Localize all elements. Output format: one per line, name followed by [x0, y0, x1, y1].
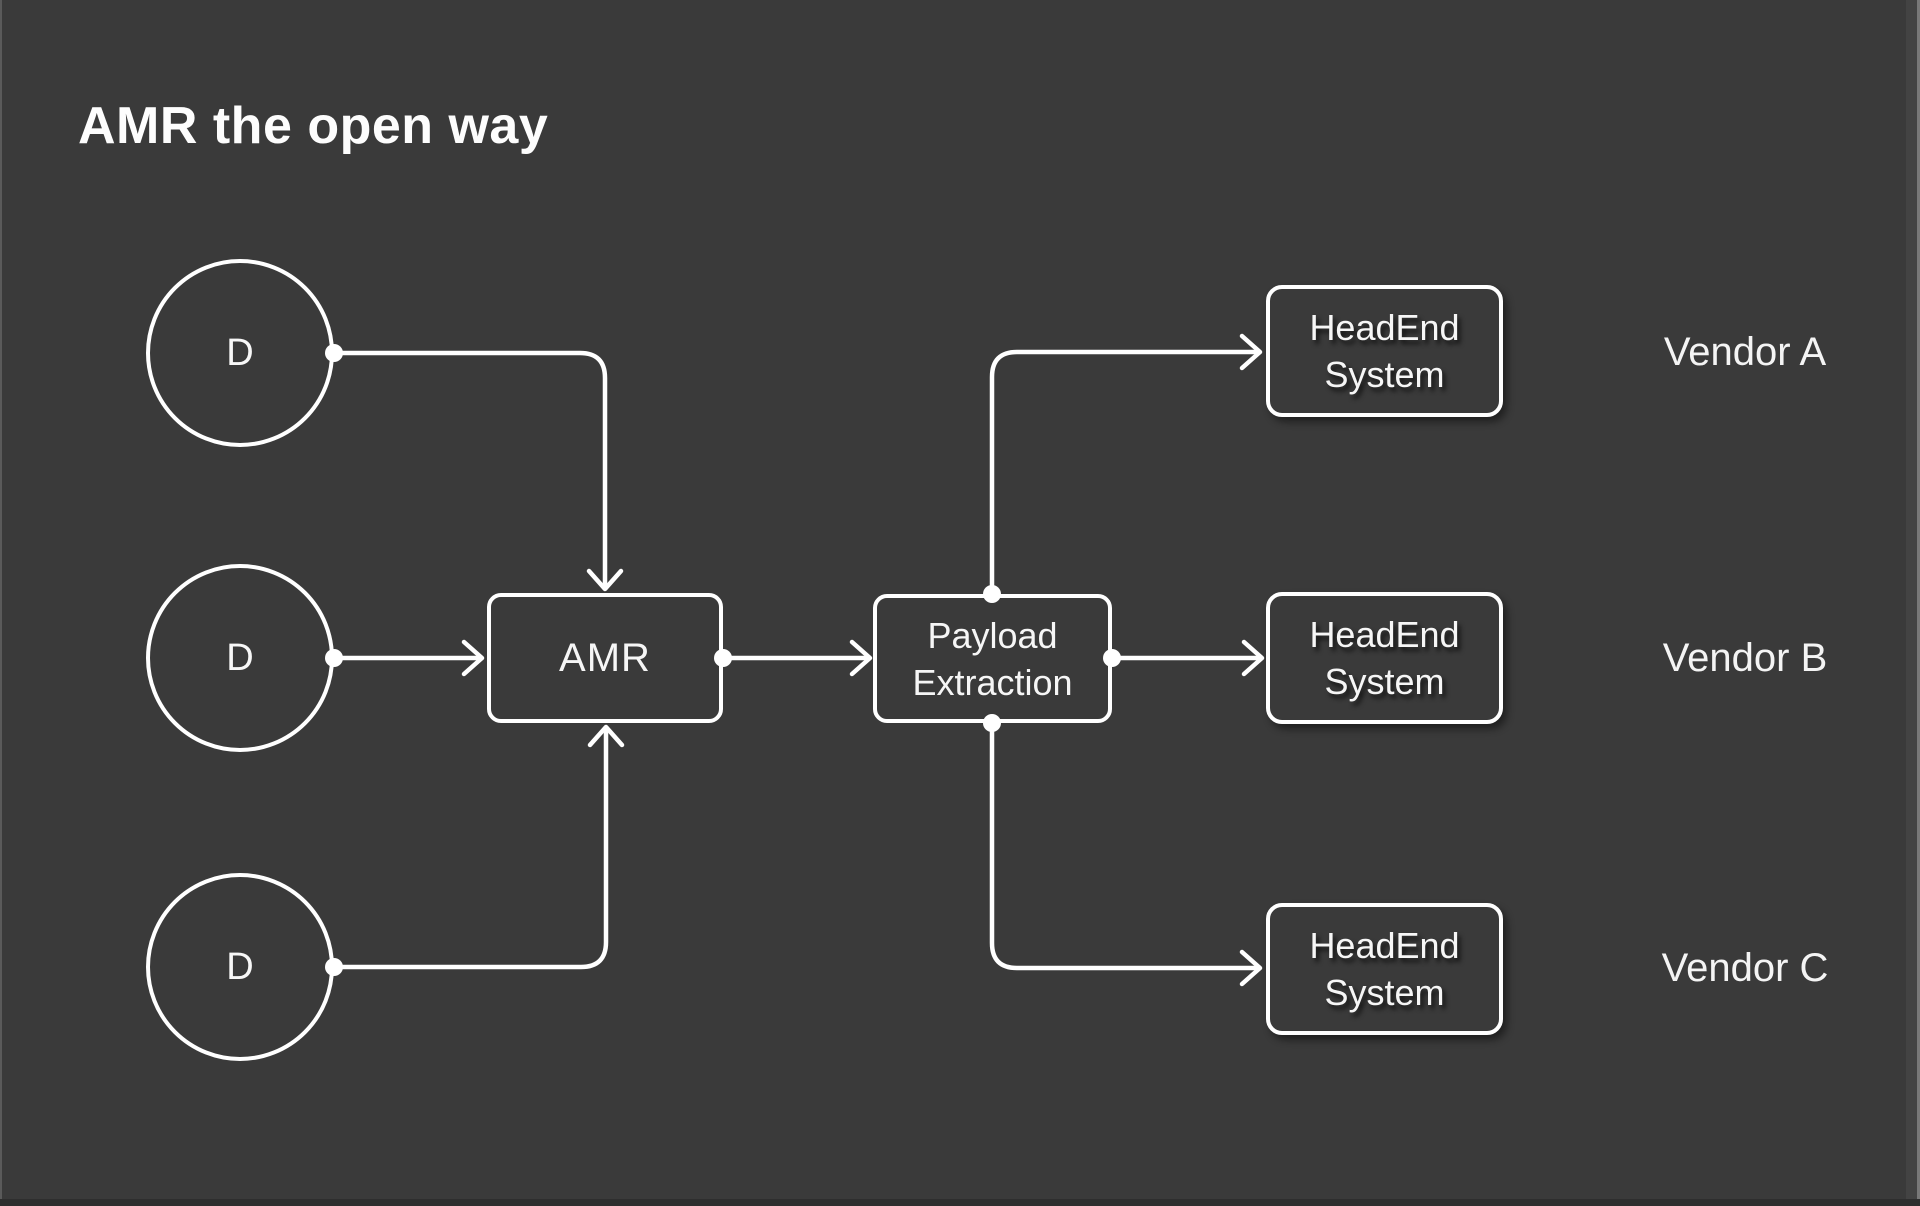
amr-box: AMR: [487, 593, 723, 723]
device-1-label: D: [226, 331, 254, 374]
headend-c-label-line2: System: [1324, 972, 1445, 1013]
payload-extraction-label-line2: Extraction: [912, 661, 1073, 703]
payload-extraction-box: Payload Extraction: [873, 594, 1112, 723]
junction-dot-payload-bottom: [983, 714, 1001, 732]
headend-b-label-line1: HeadEnd: [1309, 614, 1460, 655]
vendor-a-label: Vendor A: [1663, 330, 1827, 374]
vendor-c-label: Vendor C: [1661, 946, 1829, 990]
device-circle-3: D: [146, 873, 334, 1061]
junction-dot-payload-right: [1103, 649, 1121, 667]
headend-c-label-line1: HeadEnd: [1309, 925, 1460, 966]
device-circle-2: D: [146, 564, 334, 752]
junction-dot-amr-output: [714, 649, 732, 667]
screen-right-edge: [1917, 0, 1920, 1206]
amr-label: AMR: [559, 635, 651, 680]
arrowhead-device3-to-amr: [587, 724, 625, 748]
connector-payload-to-headend-c: [989, 720, 1260, 971]
arrowhead-device1-to-amr: [586, 568, 624, 592]
screen-right-band: [1906, 0, 1917, 1206]
device-2-label: D: [226, 636, 254, 679]
arrowhead-payload-to-headend-a: [1239, 333, 1263, 371]
screen-left-edge: [0, 0, 2, 1206]
arrowhead-amr-to-payload: [849, 639, 873, 677]
headend-box-vendor-b: HeadEnd System: [1266, 592, 1503, 724]
arrowhead-payload-to-headend-b: [1241, 639, 1265, 677]
arrowhead-payload-to-headend-c: [1239, 949, 1263, 987]
device-3-label: D: [226, 945, 254, 988]
payload-extraction-label-line1: Payload: [927, 614, 1058, 656]
vendor-b-label: Vendor B: [1662, 636, 1828, 680]
screen-bottom-edge: [0, 1199, 1920, 1206]
headend-box-vendor-a: HeadEnd System: [1266, 285, 1503, 417]
device-circle-1: D: [146, 259, 334, 447]
connector-device1-to-amr: [331, 350, 608, 589]
connector-payload-to-headend-a: [989, 349, 1260, 597]
connector-device3-to-amr: [331, 727, 609, 970]
headend-b-label-line2: System: [1324, 661, 1445, 702]
arrowhead-device2-to-amr: [461, 639, 485, 677]
headend-a-label-line2: System: [1324, 354, 1445, 395]
headend-box-vendor-c: HeadEnd System: [1266, 903, 1503, 1035]
page-title: AMR the open way: [78, 97, 549, 155]
headend-a-label-line1: HeadEnd: [1309, 307, 1460, 348]
